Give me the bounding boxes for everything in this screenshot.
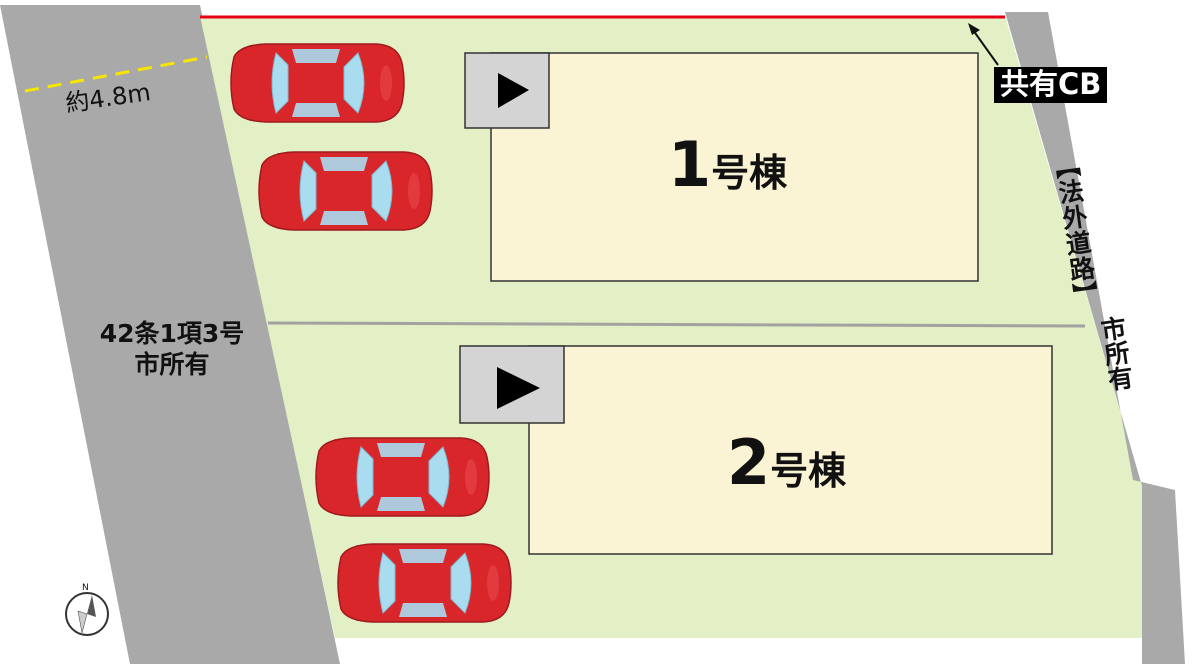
house-2-suffix: 号棟 (770, 449, 847, 493)
road-width-line (24, 55, 208, 93)
entrance-arrow-icon (497, 367, 540, 409)
left-road-owner: 市所有 (134, 350, 210, 379)
car-icon (337, 543, 512, 623)
building-2 (528, 345, 1053, 555)
compass-icon (65, 592, 109, 636)
house-1-label: 1号棟 (668, 128, 787, 201)
house-1-number: 1 (668, 128, 712, 201)
right-road (1005, 12, 1185, 664)
car-icon (315, 437, 490, 517)
compass-north-label: N (82, 583, 89, 593)
house-2-number: 2 (727, 426, 771, 499)
shared-cb-label: 共有CB (994, 67, 1108, 103)
left-road-type: 42条1項3号 (99, 319, 245, 348)
cb-leader-arrowhead (968, 23, 980, 35)
cb-leader-line (972, 29, 999, 66)
left-road-label: 42条1項3号 市所有 (72, 318, 272, 380)
left-road (0, 5, 340, 664)
car-icon (230, 43, 405, 123)
building-1 (490, 52, 979, 282)
lot-divider (267, 321, 1086, 328)
entrance-arrow-icon (498, 73, 529, 108)
car-icon (258, 151, 433, 231)
house-1-suffix: 号棟 (711, 151, 788, 195)
house-2-label: 2号棟 (727, 426, 846, 499)
